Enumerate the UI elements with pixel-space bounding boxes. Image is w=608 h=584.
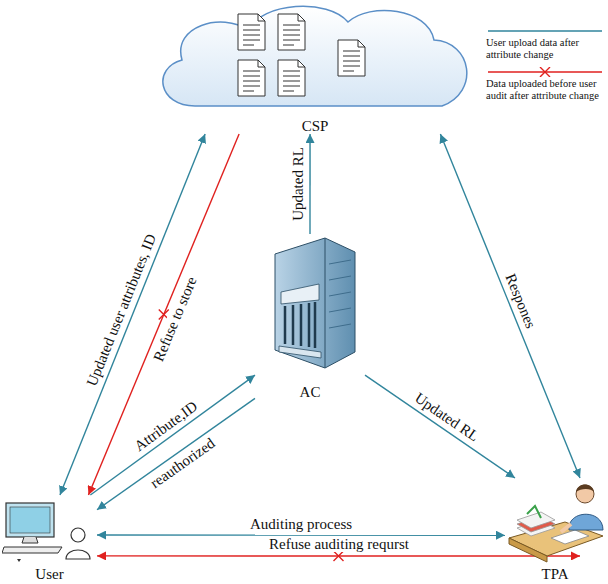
legend-text: User upload data after attribute change — [486, 37, 606, 61]
cloud-icon — [150, 0, 480, 136]
user-icon — [2, 495, 97, 571]
user-computer: User — [2, 495, 97, 582]
node-label: CSP — [302, 118, 329, 134]
edge-label: Updated user attributes, ID — [83, 230, 160, 390]
edge-label: Auditing process — [248, 516, 354, 532]
node-label: User — [35, 566, 63, 582]
edge-label: Refuse auditing requrst — [266, 536, 410, 552]
cloud-server: CSP — [150, 0, 480, 134]
connector-arrow — [60, 134, 205, 495]
legend-sample — [486, 26, 604, 36]
tpa-icon — [505, 478, 605, 568]
connector-arrow — [90, 375, 255, 495]
connector-arrow — [309, 134, 310, 234]
legend-sample — [486, 67, 604, 77]
legend: User upload data after attribute changeD… — [486, 26, 606, 108]
connector-arrow — [365, 375, 515, 478]
node-label: AC — [300, 384, 321, 400]
legend-text: Data uploaded before user audit after at… — [486, 78, 606, 102]
building-icon — [255, 234, 365, 378]
cross-mark — [334, 551, 344, 561]
node-label: TPA — [542, 566, 569, 582]
edge-label: Updated RL — [290, 145, 306, 223]
auditor-desk: TPA — [505, 478, 605, 582]
authority-building: AC — [255, 234, 365, 400]
edge-label: Updated RL — [410, 388, 483, 445]
